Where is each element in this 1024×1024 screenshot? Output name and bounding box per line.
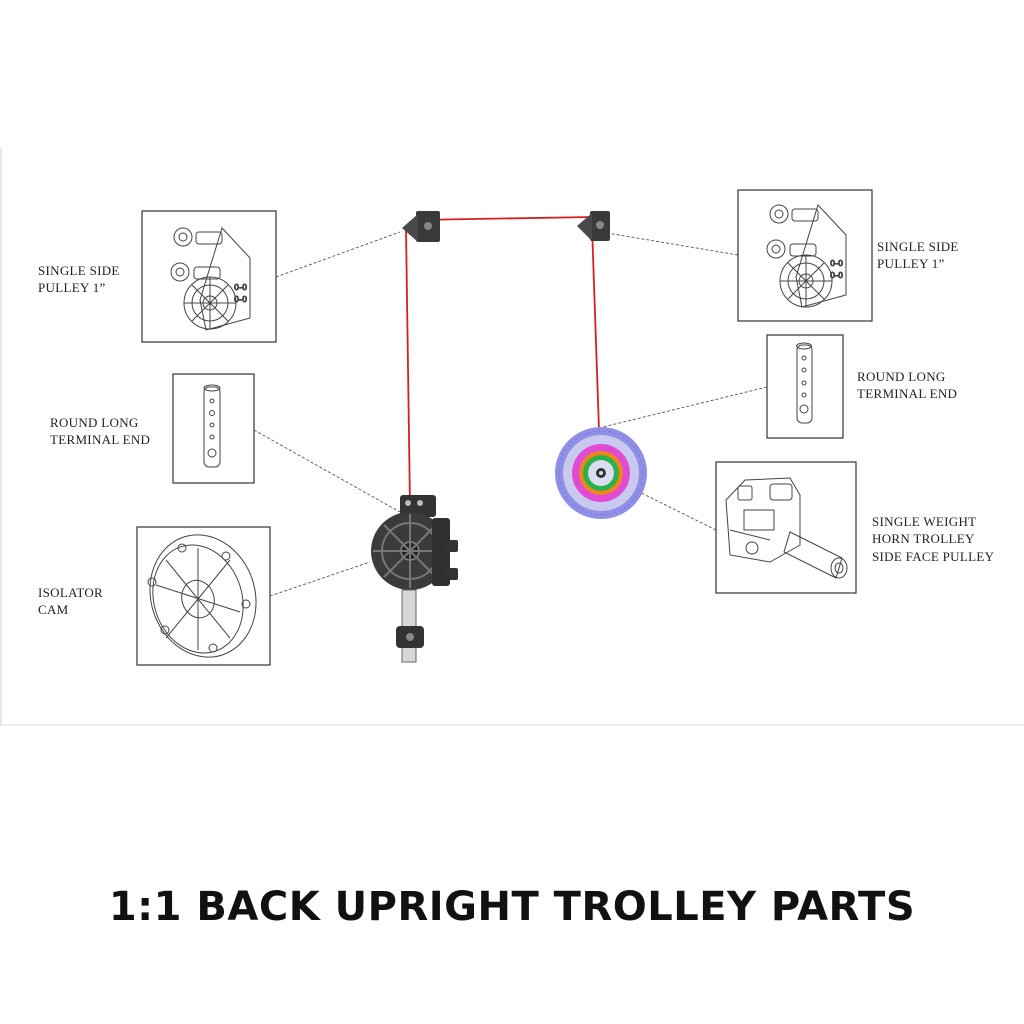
isolator-box: [136, 526, 271, 666]
label-right-pulley-line2: PULLEY 1”: [877, 256, 945, 271]
isolator-cam-illustration: [147, 534, 257, 658]
isolator-cam-assembly: [371, 495, 458, 663]
label-trolley-line2: HORN TROLLEY: [872, 531, 975, 546]
side-face-pulley-wheel: [555, 427, 647, 519]
pulley-illustration-right: 0-0 0-0: [766, 204, 847, 308]
label-left-terminal-line2: TERMINAL END: [50, 432, 150, 447]
pulley-illustration-left: 0-0 0-0: [170, 227, 251, 331]
svg-text:0-0: 0-0: [830, 259, 843, 268]
svg-text:0-0: 0-0: [830, 271, 843, 280]
trolley-illustration: [725, 477, 848, 579]
label-right-pulley-line1: SINGLE SIDE: [877, 239, 959, 254]
leader-isolator: [269, 561, 371, 597]
label-left-terminal-line1: ROUND LONG: [50, 415, 139, 430]
right-terminal-box: [766, 334, 844, 439]
terminal-illustration-left: [203, 384, 221, 468]
trolley-box: [715, 461, 857, 594]
leader-left-terminal: [253, 429, 401, 513]
leader-right-terminal: [602, 386, 768, 428]
right-pulley-box: 0-0 0-0: [737, 189, 873, 322]
leader-left-pulley: [275, 231, 401, 278]
label-left-pulley-line1: SINGLE SIDE: [38, 263, 120, 278]
label-right-terminal-line2: TERMINAL END: [857, 386, 957, 401]
page-title: 1:1 BACK UPRIGHT TROLLEY PARTS: [108, 884, 916, 930]
leader-right-pulley: [606, 232, 739, 256]
terminal-illustration-right: [796, 342, 813, 424]
cable: [405, 216, 600, 507]
svg-text:0-0: 0-0: [234, 295, 247, 304]
top-pulley-left: [402, 211, 440, 242]
label-left-pulley-line2: PULLEY 1”: [38, 280, 106, 295]
label-isolator-line2: CAM: [38, 602, 69, 617]
svg-text:0-0: 0-0: [234, 283, 247, 292]
left-terminal-box: [172, 373, 255, 484]
label-isolator-line1: ISOLATOR: [38, 585, 103, 600]
leader-trolley: [604, 474, 717, 531]
left-pulley-box: 0-0 0-0: [141, 210, 277, 343]
top-pulley-right: [577, 211, 610, 241]
label-right-terminal-line1: ROUND LONG: [857, 369, 946, 384]
label-trolley-line1: SINGLE WEIGHT: [872, 514, 976, 529]
label-trolley-line3: SIDE FACE PULLEY: [872, 549, 995, 564]
